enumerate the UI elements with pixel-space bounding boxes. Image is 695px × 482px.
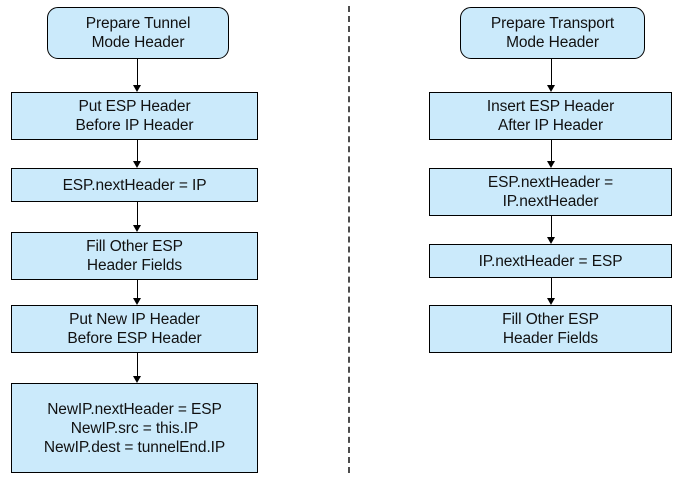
arrowhead-icon: [547, 161, 555, 168]
flow-node-l3: ESP.nextHeader = IP: [11, 168, 258, 202]
flow-node-l6: NewIP.nextHeader = ESP NewIP.src = this.…: [11, 383, 258, 473]
flow-node-r3: ESP.nextHeader = IP.nextHeader: [429, 168, 672, 216]
flow-node-l4: Fill Other ESP Header Fields: [11, 232, 258, 280]
flow-node-l1: Prepare Tunnel Mode Header: [47, 7, 229, 59]
arrowhead-icon: [133, 225, 141, 232]
connector-arrow: [551, 59, 552, 87]
connector-arrow: [551, 278, 552, 300]
connector-arrow: [551, 140, 552, 163]
arrowhead-icon: [133, 376, 141, 383]
flow-node-l5: Put New IP Header Before ESP Header: [11, 305, 258, 353]
arrowhead-icon: [547, 85, 555, 92]
flow-node-r5: Fill Other ESP Header Fields: [429, 305, 672, 353]
flow-node-r2: Insert ESP Header After IP Header: [429, 92, 672, 140]
connector-arrow: [137, 202, 138, 227]
arrowhead-icon: [133, 85, 141, 92]
column-divider: [348, 6, 350, 473]
arrowhead-icon: [547, 237, 555, 244]
connector-arrow: [551, 216, 552, 239]
arrowhead-icon: [133, 161, 141, 168]
connector-arrow: [137, 353, 138, 378]
connector-arrow: [137, 140, 138, 163]
flow-node-r1: Prepare Transport Mode Header: [460, 7, 645, 59]
connector-arrow: [137, 280, 138, 300]
arrowhead-icon: [133, 298, 141, 305]
flow-node-l2: Put ESP Header Before IP Header: [11, 92, 258, 140]
connector-arrow: [137, 59, 138, 87]
arrowhead-icon: [547, 298, 555, 305]
flow-node-r4: IP.nextHeader = ESP: [429, 244, 672, 278]
